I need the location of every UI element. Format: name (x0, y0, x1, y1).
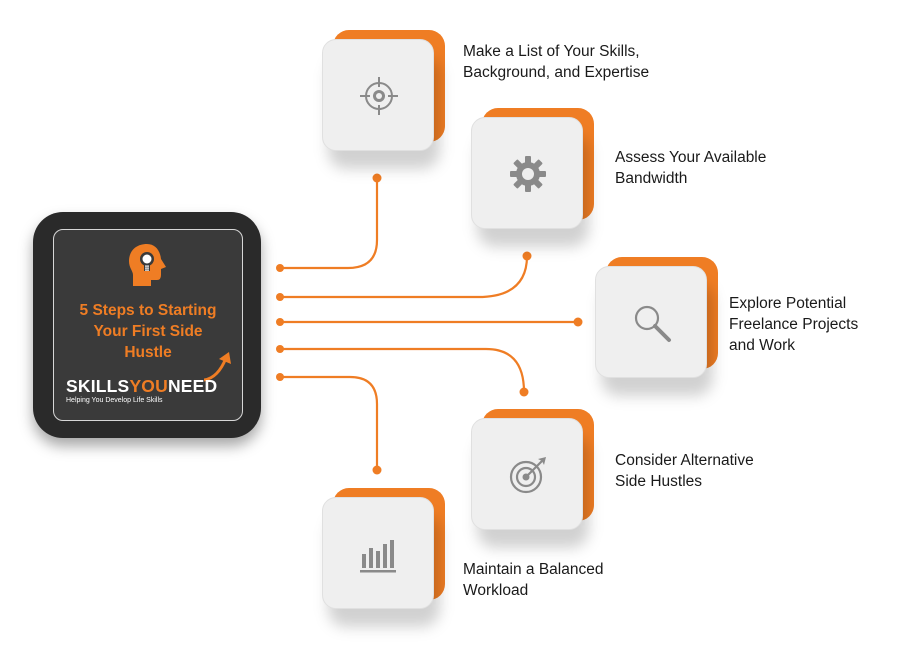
central-card-inner: 5 Steps to Starting Your First Side Hust… (53, 229, 243, 421)
crosshair-target-icon (360, 77, 398, 115)
magnifier-icon (634, 305, 671, 342)
brand-tagline: Helping You Develop Life Skills (66, 397, 163, 404)
brand-logo: SKILLSYOUNEED (66, 376, 217, 397)
brand-part-need: NEED (167, 376, 218, 396)
step-1-tile (322, 39, 434, 151)
step-2-label: Assess Your Available Bandwidth (615, 149, 767, 187)
step-5-box (322, 488, 445, 627)
gear-icon (510, 156, 546, 192)
dartboard-icon (509, 457, 546, 494)
step-4-label: Consider Alternative Side Hustles (615, 452, 754, 490)
step-1-box (322, 30, 445, 169)
head-lightbulb-icon (129, 244, 166, 286)
step-4-box (471, 409, 594, 548)
step-3-label: Explore Potential Freelance Projects and… (729, 295, 859, 354)
connector-step-5 (280, 375, 379, 470)
step-4-tile (471, 418, 583, 530)
bar-chart-icon (360, 540, 396, 573)
step-1-label: Make a List of Your Skills, Background, … (463, 43, 650, 81)
growth-arrow-icon (204, 352, 231, 382)
step-2-box (471, 108, 594, 247)
step-3-box (595, 257, 718, 396)
step-2-tile (471, 117, 583, 229)
brand-part-you: YOU (129, 376, 168, 396)
central-card: 5 Steps to Starting Your First Side Hust… (33, 212, 261, 438)
connector-step-2 (280, 255, 529, 299)
step-5-tile (322, 497, 434, 609)
brand-part-skills: SKILLS (66, 376, 130, 396)
step-3-tile (595, 266, 707, 378)
connector-step-1 (280, 178, 379, 270)
central-title: 5 Steps to Starting Your First Side Hust… (79, 302, 217, 361)
step-5-label: Maintain a Balanced Workload (463, 561, 604, 599)
connector-step-4 (280, 347, 526, 393)
